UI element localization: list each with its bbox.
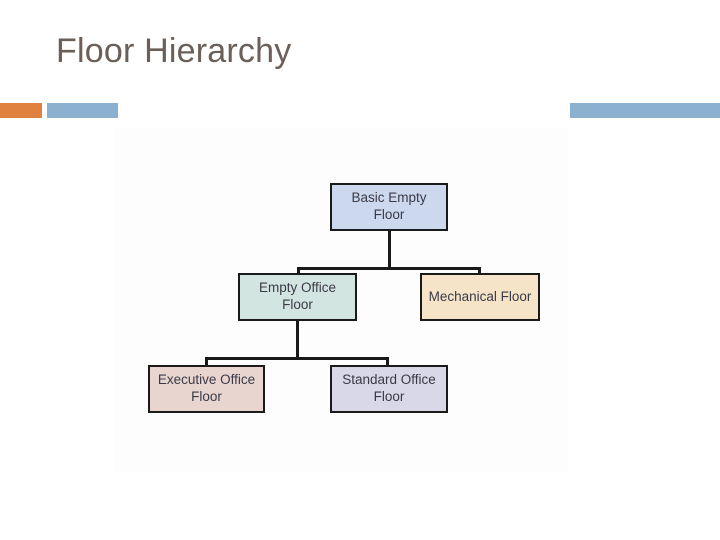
node-label: Empty Office Floor bbox=[258, 280, 337, 312]
decor-bar-blue-right bbox=[570, 103, 720, 118]
node-label: Basic Empty Floor bbox=[351, 190, 427, 222]
page-title: Floor Hierarchy bbox=[56, 32, 292, 70]
edge-root-stem bbox=[388, 231, 391, 270]
edge-empty-office-to-executive bbox=[205, 357, 208, 368]
node-label: Mechanical Floor bbox=[428, 288, 532, 304]
node-label: Standard Office Floor bbox=[342, 372, 436, 404]
edge-root-to-mechanical bbox=[478, 267, 481, 276]
edge-empty-office-to-standard bbox=[386, 357, 389, 368]
node-standard-office-floor[interactable]: Standard Office Floor bbox=[330, 365, 448, 413]
node-label: Executive Office Floor bbox=[157, 372, 256, 404]
node-empty-office-floor[interactable]: Empty Office Floor bbox=[238, 273, 357, 321]
diagram-inner: Basic Empty Floor Empty Office Floor Mec… bbox=[115, 128, 568, 472]
node-basic-empty-floor[interactable]: Basic Empty Floor bbox=[330, 183, 448, 231]
edge-empty-office-stem bbox=[296, 321, 299, 360]
decor-bar-orange-left bbox=[0, 103, 42, 118]
node-mechanical-floor[interactable]: Mechanical Floor bbox=[420, 273, 540, 321]
edge-root-to-empty-office bbox=[297, 267, 300, 276]
edge-root-bus bbox=[297, 267, 481, 270]
decor-bar-blue-left bbox=[47, 103, 118, 118]
floor-hierarchy-diagram: Basic Empty Floor Empty Office Floor Mec… bbox=[115, 128, 568, 472]
node-executive-office-floor[interactable]: Executive Office Floor bbox=[148, 365, 265, 413]
edge-empty-office-bus bbox=[205, 357, 389, 360]
